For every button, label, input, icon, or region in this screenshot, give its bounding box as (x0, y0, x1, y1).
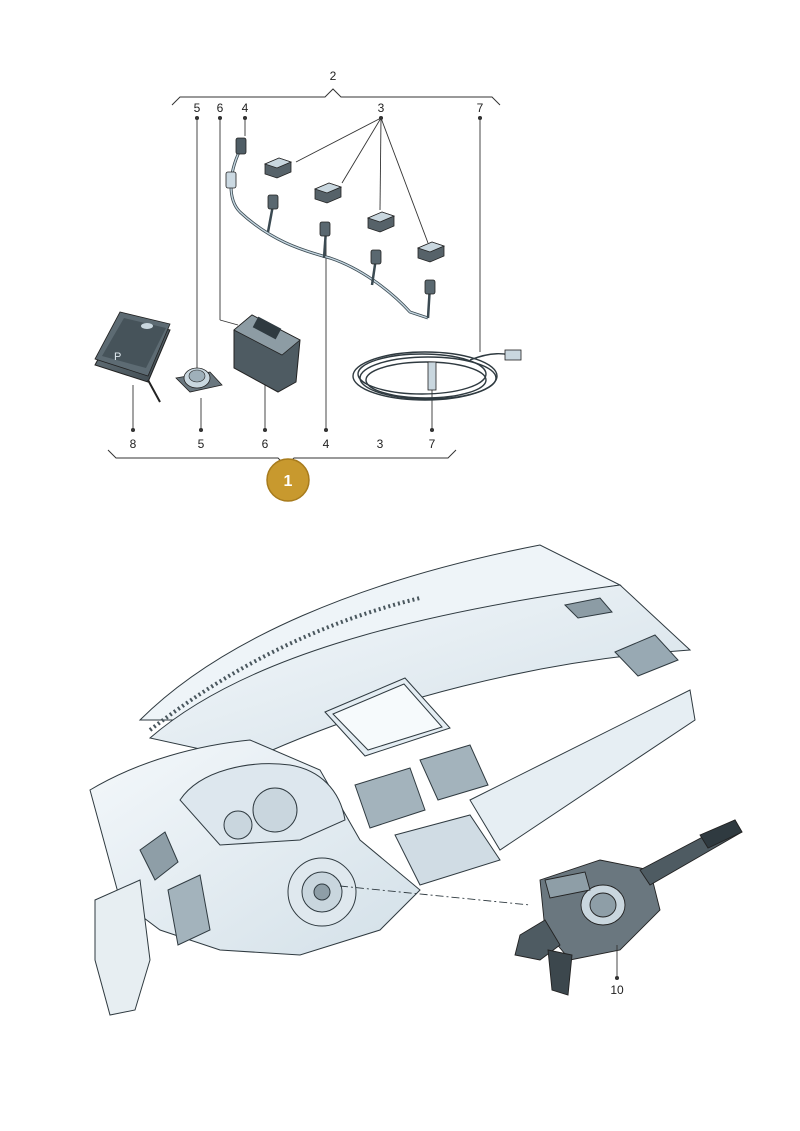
steering-column-switch (514, 819, 743, 996)
top-bracket (171, 88, 501, 106)
sensor-set (263, 157, 446, 263)
callout-top-5: 5 (194, 101, 201, 115)
dashboard-illustration (89, 544, 696, 1016)
callout-bottom-7: 7 (429, 437, 436, 451)
p-symbol-icon: P (114, 351, 121, 363)
callout-bottom-6: 6 (262, 437, 269, 451)
callout-top-3: 3 (378, 101, 385, 115)
badge-label: 1 (284, 473, 293, 490)
control-unit (233, 314, 301, 393)
display-unit: P (94, 311, 171, 403)
cable-coil (352, 349, 522, 401)
callout-bottom-5: 5 (198, 437, 205, 451)
buzzer (175, 367, 223, 393)
leader-line-10 (614, 945, 620, 981)
callout-bottom-3: 3 (377, 437, 384, 451)
callout-top-4: 4 (242, 101, 249, 115)
callout-top-6: 6 (217, 101, 224, 115)
callout-10: 10 (610, 983, 624, 997)
assembly-badge[interactable]: 1 (266, 458, 310, 502)
callout-bottom-4: 4 (323, 437, 330, 451)
callout-2: 2 (330, 69, 337, 83)
wiring-harness (225, 137, 436, 320)
leader-lines-top (130, 115, 483, 433)
callout-top-7: 7 (477, 101, 484, 115)
callout-bottom-8: 8 (130, 437, 137, 451)
